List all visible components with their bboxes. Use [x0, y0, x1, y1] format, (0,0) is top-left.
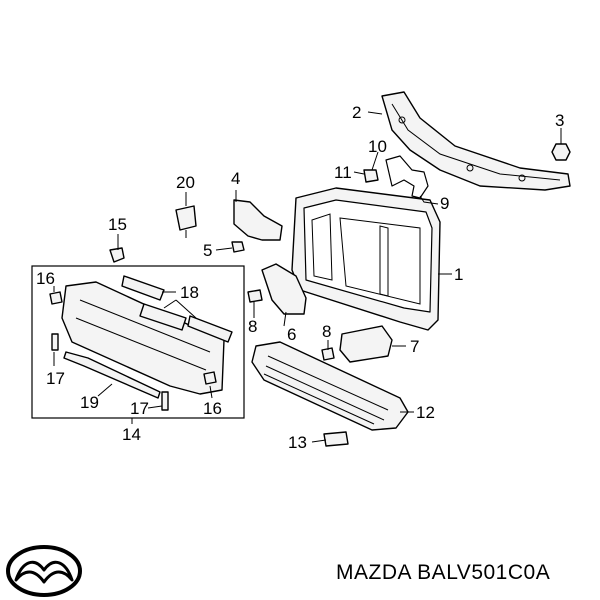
- part-clip-8b: [321, 347, 335, 361]
- callout-12: 12: [416, 403, 435, 422]
- mazda-logo-icon: [6, 545, 82, 597]
- part-number-caption: MAZDA BALV501C0A: [336, 561, 551, 584]
- part-radiator-support: [291, 187, 441, 331]
- callout-20: 20: [176, 173, 195, 192]
- part-bolt-3: [551, 134, 571, 161]
- part-shutter-12: [251, 341, 409, 431]
- part-bracket-6: [261, 263, 307, 315]
- part-bracket-4: [233, 199, 283, 241]
- callout-19: 19: [80, 393, 99, 412]
- part-clip-15: [109, 247, 125, 263]
- callout-5: 5: [203, 241, 212, 260]
- leader-lines: [53, 111, 562, 443]
- callout-8a: 8: [248, 317, 257, 336]
- callout-1: 1: [454, 265, 463, 284]
- part-bolt-5: [231, 241, 245, 253]
- callout-16b: 16: [203, 399, 222, 418]
- part-air-guide-7: [339, 325, 393, 363]
- callout-8b: 8: [322, 322, 331, 341]
- part-upper-bar: [381, 91, 571, 191]
- part-group-14-box: [31, 265, 245, 419]
- callout-11: 11: [334, 163, 352, 182]
- part-sensor-20: [175, 205, 197, 238]
- callout-18: 18: [180, 283, 199, 302]
- callout-10: 10: [368, 137, 387, 156]
- callout-7: 7: [410, 337, 419, 356]
- callout-2: 2: [352, 103, 361, 122]
- callout-13: 13: [288, 433, 307, 452]
- callout-3: 3: [555, 111, 564, 130]
- callout-16a: 16: [36, 269, 55, 288]
- callout-4: 4: [231, 169, 240, 188]
- callout-15: 15: [108, 215, 127, 234]
- callout-9: 9: [440, 194, 449, 213]
- part-bolt-13: [323, 431, 349, 447]
- part-clip-8a: [247, 289, 263, 303]
- callout-6: 6: [287, 325, 296, 344]
- callout-17a: 17: [46, 369, 65, 388]
- callout-17b: 17: [130, 399, 149, 418]
- callout-14: 14: [122, 425, 141, 444]
